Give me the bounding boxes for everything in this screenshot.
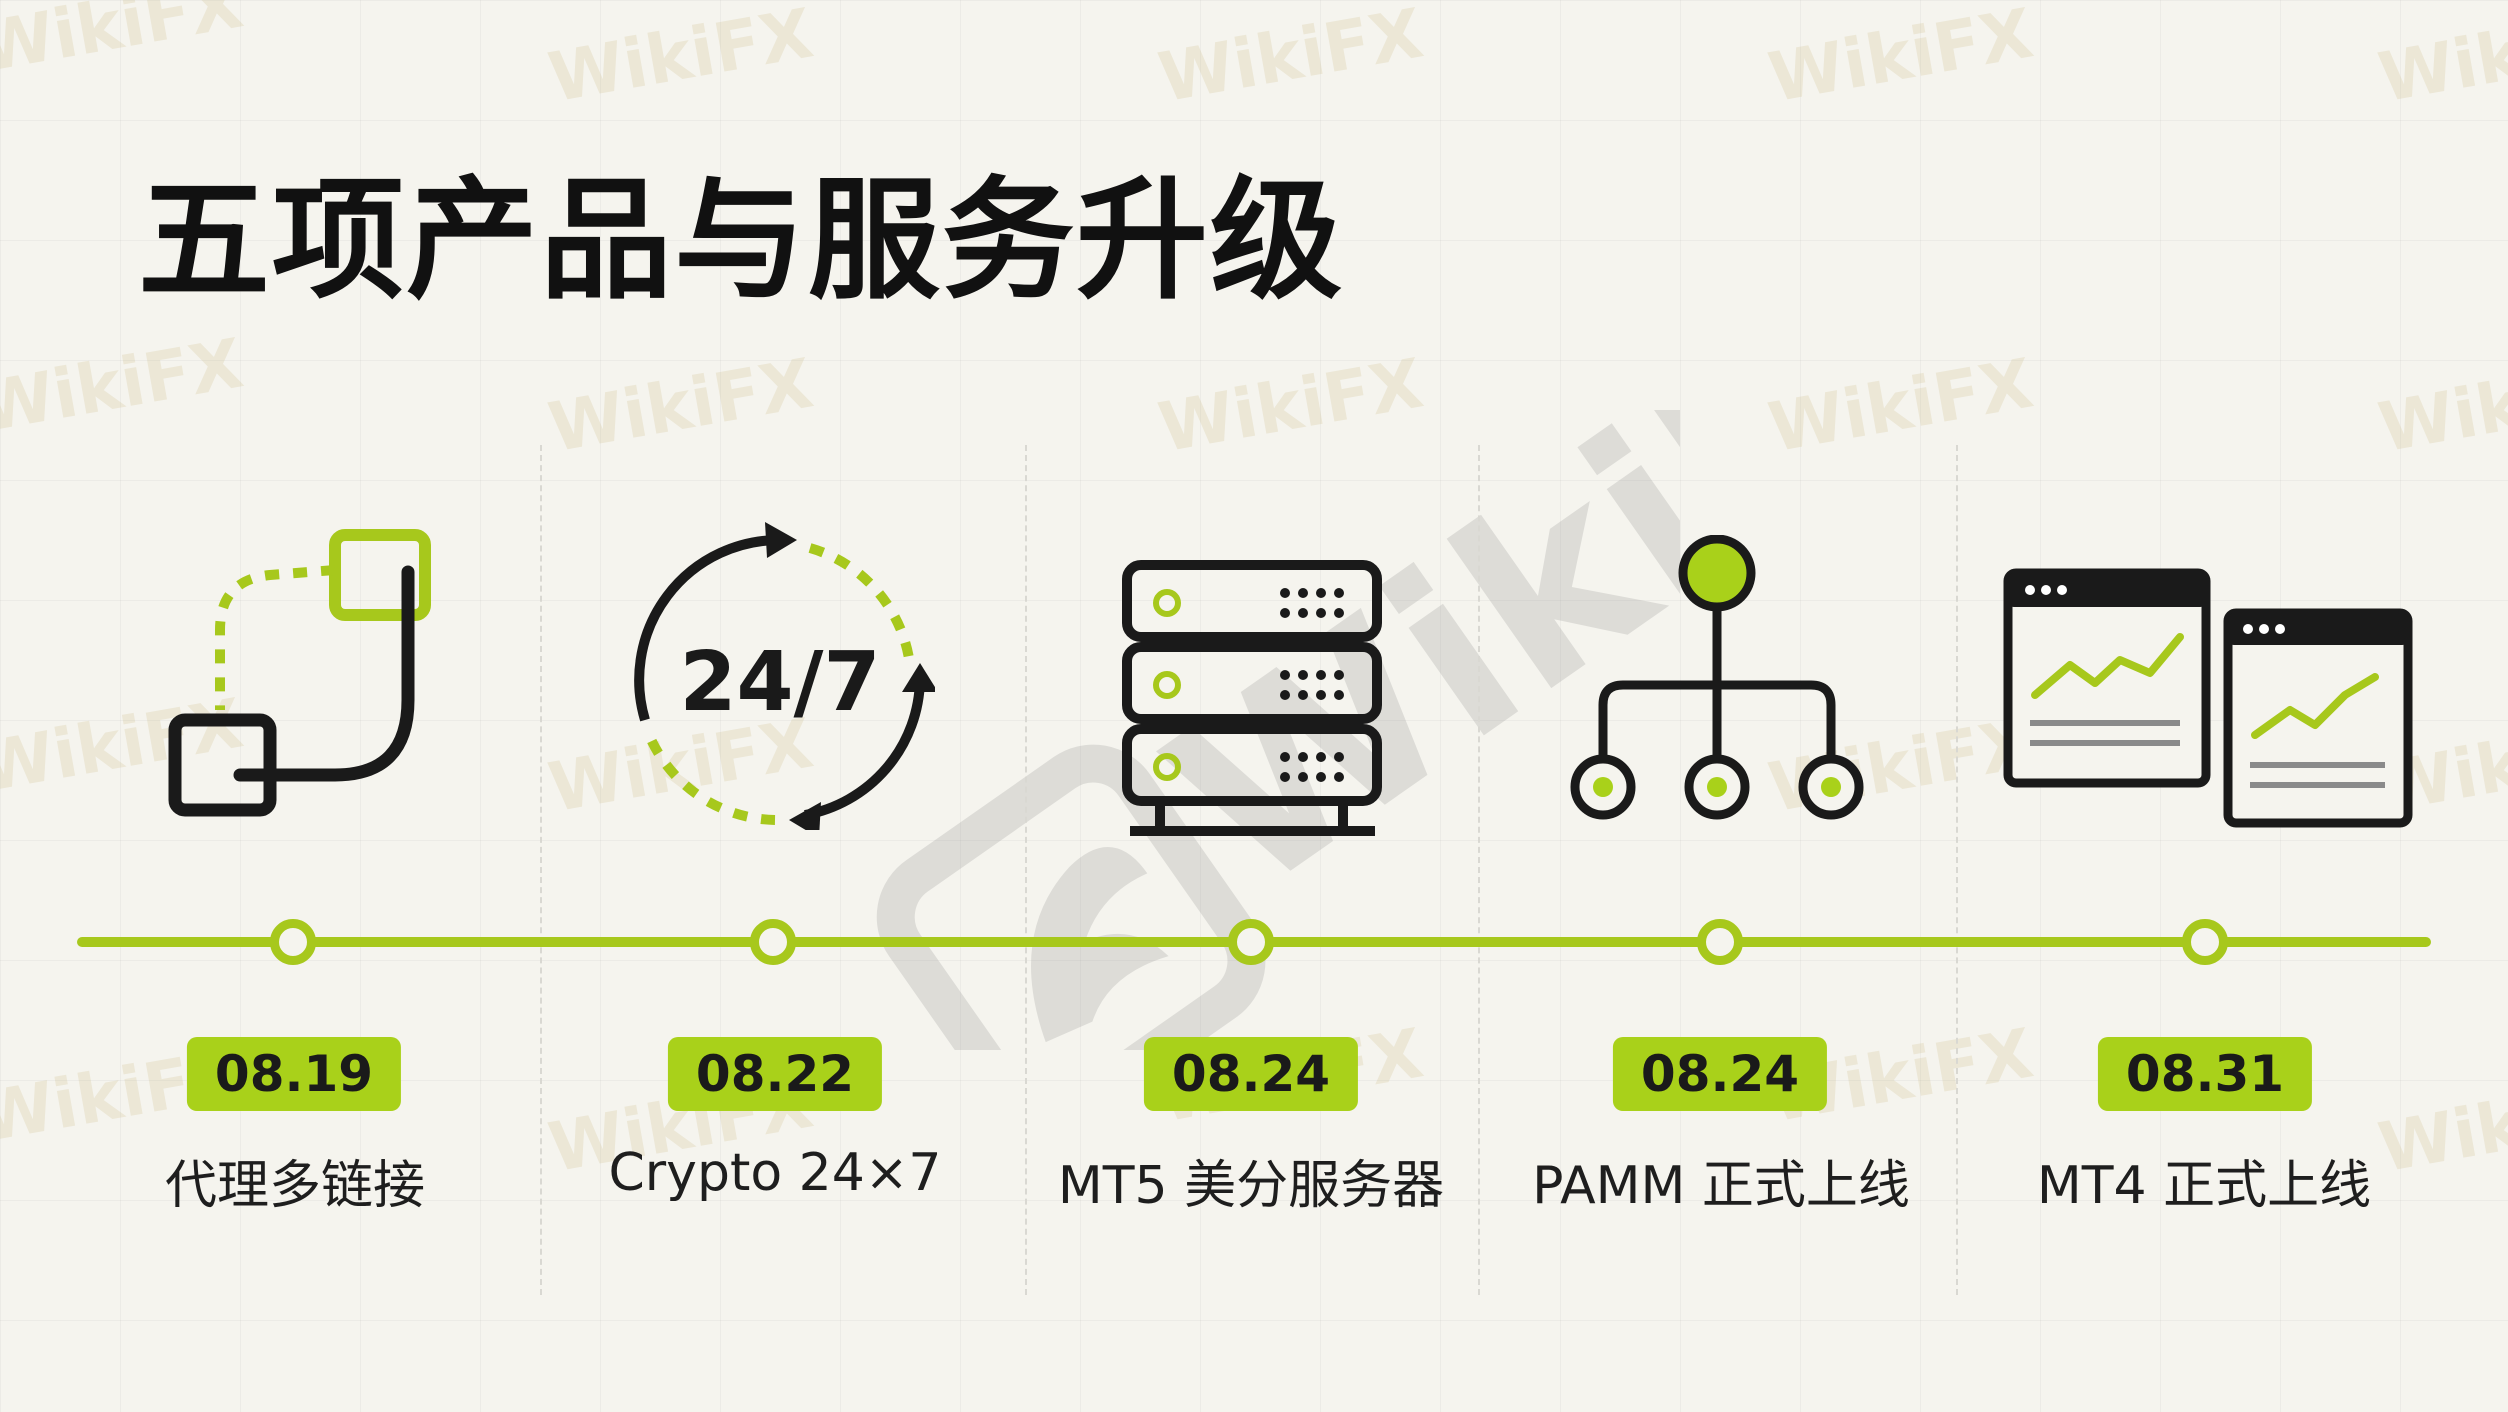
milestone-label: 代理多链接 (164, 1156, 426, 1216)
column-divider (540, 445, 542, 1295)
watermark-text: WikiFX (0, 324, 249, 449)
cycle-arrows-icon: 24/7 (625, 520, 935, 830)
timeline-node (1228, 919, 1274, 965)
timeline-node (1697, 919, 1743, 965)
column-divider (1025, 445, 1027, 1295)
watermark-text: WikiFX (1153, 344, 1429, 469)
watermark-text: WikiFX (543, 0, 819, 119)
cycle-icon-text: 24/7 (679, 635, 880, 730)
timeline-node (270, 919, 316, 965)
watermark-text: WikiFX (2373, 344, 2508, 469)
page-title: 五项产品与服务升级 (138, 164, 1344, 318)
hierarchy-tree-icon (1560, 535, 1880, 825)
watermark-text: WikiFX (2373, 0, 2508, 119)
date-badge: 08.24 (1612, 1037, 1828, 1111)
date-badge: 08.22 (667, 1037, 883, 1111)
milestone-label: MT5 美分服务器 (1057, 1156, 1445, 1216)
watermark-text: WikiFX (2373, 1064, 2508, 1189)
column-divider (1478, 445, 1480, 1295)
linked-squares-icon (150, 520, 450, 830)
timeline-node (2182, 919, 2228, 965)
date-badge: 08.24 (1143, 1037, 1359, 1111)
date-badge: 08.19 (186, 1037, 402, 1111)
watermark-text: WikiFX (543, 344, 819, 469)
trading-windows-icon (2000, 565, 2420, 835)
milestone-label: Crypto 24×7 (608, 1143, 942, 1203)
milestone-label: MT4 正式上线 (2036, 1156, 2372, 1216)
server-rack-icon (1115, 555, 1395, 845)
milestone-label: PAMM 正式上线 (1532, 1156, 1910, 1216)
column-divider (1956, 445, 1958, 1295)
watermark-text: WikiFX (1153, 0, 1429, 119)
timeline-node (750, 919, 796, 965)
watermark-text: WikiFX (1763, 344, 2039, 469)
watermark-text: WikiFX (1763, 0, 2039, 119)
watermark-text: WikiFX (0, 0, 249, 89)
date-badge: 08.31 (2097, 1037, 2313, 1111)
